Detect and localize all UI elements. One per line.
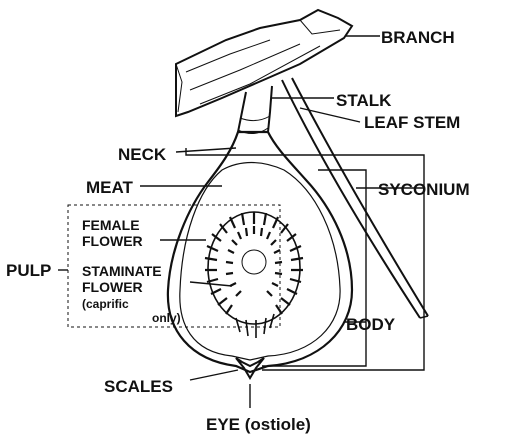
label-scales: SCALES xyxy=(104,377,173,396)
label-staminate-flower-3: (caprific xyxy=(82,297,129,311)
label-staminate-flower-1: STAMINATE xyxy=(82,263,162,279)
label-female-flower-1: FEMALE xyxy=(82,217,140,233)
label-stalk: STALK xyxy=(336,91,392,110)
label-eye: EYE (ostiole) xyxy=(206,415,311,434)
label-meat: MEAT xyxy=(86,178,134,197)
label-body: BODY xyxy=(346,315,396,334)
label-branch: BRANCH xyxy=(381,28,455,47)
branch-illustration xyxy=(176,10,352,116)
label-female-flower-2: FLOWER xyxy=(82,233,143,249)
label-leaf-stem: LEAF STEM xyxy=(364,113,460,132)
label-syconium: SYCONIUM xyxy=(378,180,470,199)
label-pulp: PULP xyxy=(6,261,51,280)
label-staminate-flower-4: only) xyxy=(152,311,181,325)
label-neck: NECK xyxy=(118,145,167,164)
florets xyxy=(205,212,303,314)
fig-body-illustration xyxy=(168,86,352,378)
label-staminate-flower-2: FLOWER xyxy=(82,279,143,295)
